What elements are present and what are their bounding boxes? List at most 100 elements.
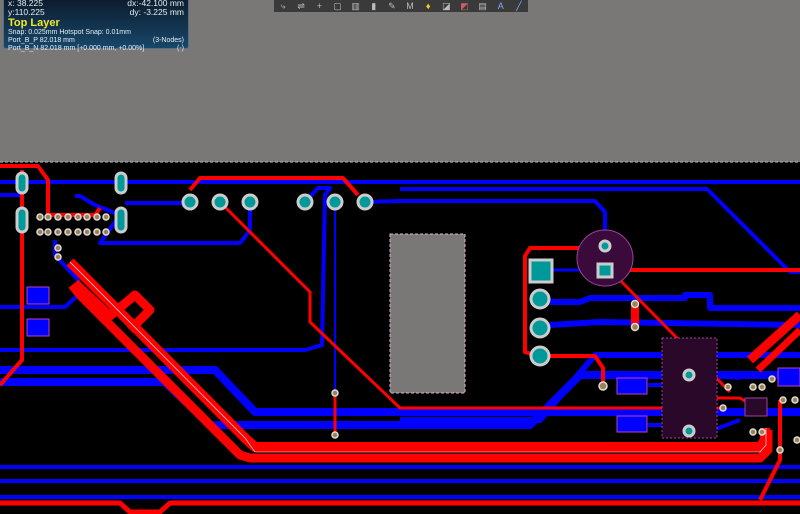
trace: [746, 311, 800, 364]
pad: [326, 193, 344, 211]
via: [54, 213, 62, 221]
hud-net1-length: 82.018 mm: [39, 37, 75, 44]
pen-icon[interactable]: ✎: [388, 0, 396, 11]
hud-net1-name: Port_B_P: [8, 37, 38, 44]
via: [719, 404, 727, 412]
trace: [755, 327, 800, 373]
trace: [69, 261, 767, 453]
via: [83, 228, 91, 236]
hud-net2-nodes: (-): [177, 45, 184, 52]
via: [779, 396, 787, 404]
trace: [364, 199, 607, 250]
measure-icon[interactable]: M: [406, 1, 414, 11]
pad: [529, 345, 551, 367]
trace: [0, 164, 102, 217]
active-bar-toolbar: ⤷ ⇌ + ▢ ▥ ▮ ✎ M ♦ ◪ ◩ ▤ A ╱: [274, 0, 528, 12]
via: [44, 228, 52, 236]
via: [93, 213, 101, 221]
via: [64, 228, 72, 236]
diff-pair-icon[interactable]: ⇌: [297, 0, 305, 11]
via: [44, 213, 52, 221]
hud-dx: dx:-42.100 mm: [127, 0, 184, 8]
trace: [0, 366, 800, 416]
component-icon[interactable]: ▥: [351, 0, 360, 11]
via: [102, 228, 110, 236]
via: [768, 375, 776, 383]
keepout-icon[interactable]: ◩: [460, 0, 469, 11]
pad: [296, 193, 314, 211]
trace: [549, 319, 800, 328]
via: [776, 446, 784, 454]
via: [630, 322, 640, 332]
trace: [758, 400, 782, 501]
pad: [241, 193, 259, 211]
room-icon[interactable]: ▤: [478, 0, 487, 11]
connector-pad: [15, 206, 29, 234]
add-icon[interactable]: +: [316, 1, 322, 11]
via: [83, 213, 91, 221]
component-footprint: [661, 337, 718, 439]
pad: [598, 239, 612, 253]
via: [36, 213, 44, 221]
pad: [528, 258, 554, 284]
pad: [529, 317, 551, 339]
via: [758, 428, 766, 436]
via: [598, 381, 608, 391]
pad: [529, 288, 551, 310]
via: [74, 228, 82, 236]
hud-y: y:110.225: [8, 7, 45, 17]
hud-net1-nodes: (3-Nodes): [152, 37, 184, 44]
smd-pad: [26, 286, 50, 305]
trace-stub: [71, 279, 155, 334]
smd-pad: [616, 377, 648, 395]
smd-pad: [616, 415, 648, 433]
via: [74, 213, 82, 221]
via: [64, 213, 72, 221]
pad: [682, 424, 696, 438]
pads[interactable]: [15, 171, 696, 438]
via: [102, 213, 110, 221]
fill-icon[interactable]: ▮: [371, 0, 377, 11]
pad: [682, 368, 696, 382]
hud-net2-length: 82.018 mm [+0.000 mm, +0.00%]: [40, 45, 145, 52]
rect-select-icon[interactable]: ▢: [333, 0, 342, 11]
trace: [0, 500, 800, 514]
hud-layer: Top Layer: [8, 17, 60, 29]
via: [331, 431, 339, 439]
pin-icon[interactable]: ♦: [425, 1, 431, 11]
via: [331, 389, 339, 397]
hud-snap: Snap: 0.025mm Hotspot Snap: 0.01mm: [8, 29, 131, 36]
via: [793, 436, 800, 444]
pad: [181, 193, 199, 211]
via: [54, 244, 62, 252]
via: [749, 428, 757, 436]
bottom-layer-traces: [0, 180, 800, 499]
pad: [596, 262, 614, 279]
text-icon[interactable]: A: [497, 1, 504, 11]
connector-pad: [114, 206, 128, 234]
via: [36, 228, 44, 236]
via: [749, 383, 757, 391]
trace: [188, 176, 360, 197]
polygon-icon[interactable]: ◪: [442, 0, 451, 11]
via: [724, 383, 732, 391]
vias[interactable]: [36, 213, 800, 454]
pad: [211, 193, 229, 211]
via: [791, 396, 799, 404]
components: [26, 229, 800, 439]
line-icon[interactable]: ╱: [516, 0, 522, 11]
hud-x: x: 38.225: [8, 0, 43, 8]
via: [54, 228, 62, 236]
via: [630, 299, 640, 309]
hud-net2-name: Port_B_N: [8, 45, 39, 52]
via: [54, 253, 62, 261]
connector-pad: [15, 171, 29, 195]
smd-pad: [777, 367, 800, 387]
via: [758, 383, 766, 391]
smd-pad: [26, 318, 50, 337]
diff-pair-highlight: [69, 261, 767, 453]
ic-footprint: [744, 397, 768, 417]
route-icon[interactable]: ⤷: [280, 0, 286, 11]
